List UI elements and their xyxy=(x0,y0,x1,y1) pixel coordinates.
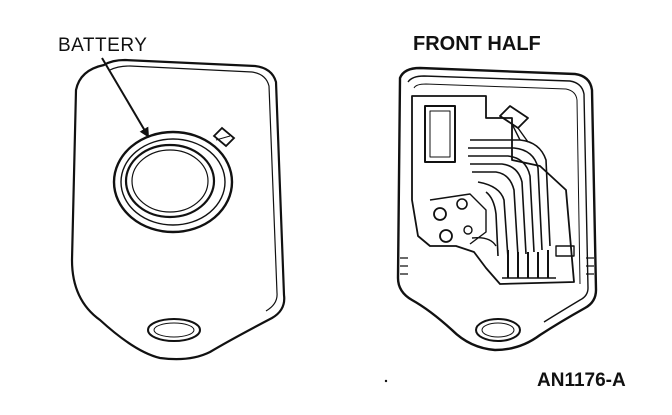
front-half-label: FRONT HALF xyxy=(413,33,541,55)
battery-coin-cell xyxy=(124,143,216,219)
lanyard-hole-right xyxy=(475,318,521,342)
rear-housing xyxy=(70,58,286,361)
front-housing xyxy=(396,66,598,352)
battery-leader-arrow xyxy=(101,57,150,138)
circuit-board xyxy=(411,95,575,285)
stray-mark xyxy=(384,379,388,383)
battery-label: BATTERY xyxy=(58,35,148,56)
figure-reference-label: AN1176-A xyxy=(537,370,626,391)
lanyard-hole-left xyxy=(147,318,201,342)
